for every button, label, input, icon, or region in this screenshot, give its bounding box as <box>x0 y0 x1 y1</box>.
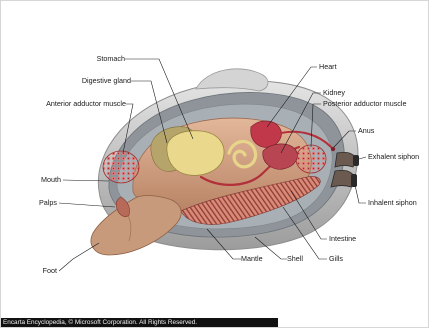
anus <box>331 147 335 151</box>
label-heart: Heart <box>319 62 337 71</box>
shell-hinge <box>196 69 268 91</box>
lead-exhalent-siphon <box>359 157 366 159</box>
label-posterior-adductor-muscle: Posterior adductor muscle <box>323 99 407 108</box>
label-mouth: Mouth <box>41 175 61 184</box>
anterior-adductor-muscle <box>103 151 139 183</box>
label-palps: Palps <box>39 198 57 207</box>
label-kidney: Kidney <box>323 88 345 97</box>
posterior-adductor-muscle <box>296 145 326 173</box>
exhalent-siphon-tip <box>353 155 359 166</box>
label-exhalent-siphon: Exhalent siphon <box>368 152 419 161</box>
copyright-credit: Encarta Encyclopedia, © Microsoft Corpor… <box>1 318 278 328</box>
label-digestive-gland: Digestive gland <box>82 76 131 85</box>
label-mantle: Mantle <box>241 254 263 263</box>
stomach <box>167 131 224 176</box>
label-gills: Gills <box>329 254 343 263</box>
label-shell: Shell <box>287 254 303 263</box>
lead-inhalent-siphon <box>355 185 366 203</box>
label-intestine: Intestine <box>329 234 356 243</box>
label-inhalent-siphon: Inhalent siphon <box>368 198 417 207</box>
label-anus: Anus <box>358 126 375 135</box>
label-foot: Foot <box>43 266 57 275</box>
label-stomach: Stomach <box>97 54 125 63</box>
inhalent-siphon-tip <box>351 174 357 187</box>
label-anterior-adductor-muscle: Anterior adductor muscle <box>46 99 126 108</box>
